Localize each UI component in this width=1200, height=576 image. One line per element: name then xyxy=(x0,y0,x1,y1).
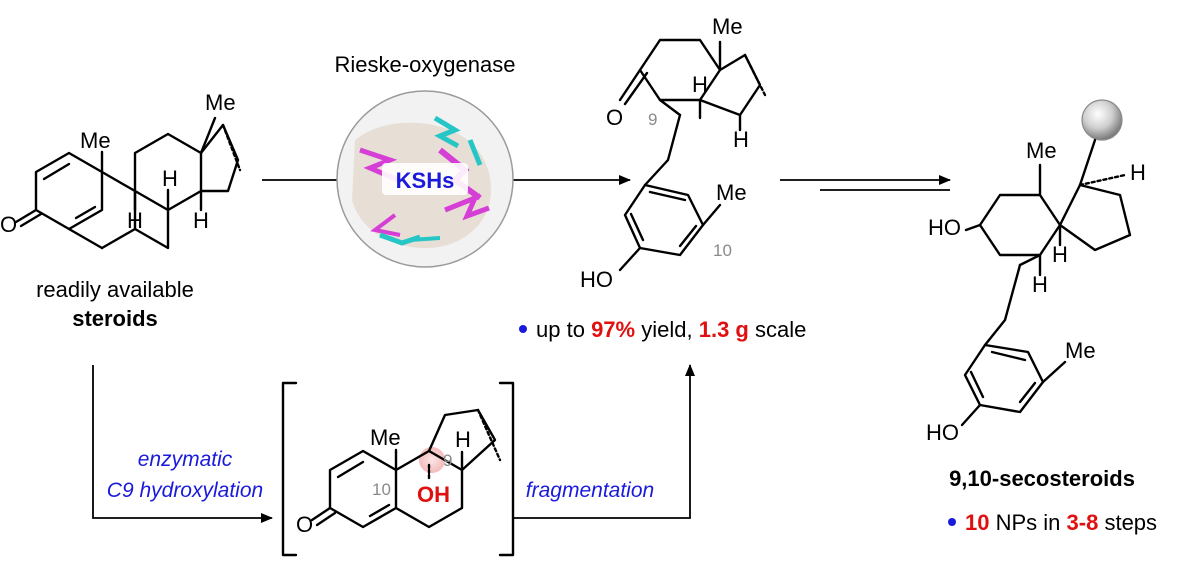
enzyme-name: Rieske-oxygenase xyxy=(335,52,516,77)
final-aryl-methyl: Me xyxy=(1065,338,1096,363)
product-structure xyxy=(618,38,767,272)
intermediate-oh: OH xyxy=(417,482,450,507)
arrow-hydroxylation xyxy=(92,365,273,523)
start-oxygen: O xyxy=(0,212,17,237)
product-num9: 9 xyxy=(648,110,657,129)
product-aryl-methyl: Me xyxy=(716,180,747,205)
step-hydroxylation-line1: enzymatic xyxy=(138,448,233,471)
variable-group-sphere-icon xyxy=(1081,99,1123,141)
final-ho: HO xyxy=(926,420,959,445)
start-methyl-c10: Me xyxy=(80,128,111,153)
final-np-line: 10 NPs in 3-8 steps xyxy=(965,510,1157,535)
start-methyl-c13: Me xyxy=(205,90,236,115)
intermediate-oxygen: O xyxy=(296,512,313,537)
start-h-c8: H xyxy=(162,166,178,191)
product-h-bottom: H xyxy=(733,127,749,152)
intermediate-num10: 10 xyxy=(372,480,391,499)
start-h-c14: H xyxy=(193,208,209,233)
arrow-fragmentation xyxy=(513,364,695,519)
bracket-left xyxy=(281,381,298,557)
enzyme-protein-image xyxy=(336,90,514,268)
final-methyl: Me xyxy=(1026,138,1057,163)
product-methyl: Me xyxy=(712,14,743,39)
final-ho-top: HO xyxy=(928,215,961,240)
product-h-top: H xyxy=(692,72,708,97)
start-h-c9: H xyxy=(127,208,143,233)
final-h-mid: H xyxy=(1052,242,1068,267)
bracket-right xyxy=(498,381,515,557)
product-yield-line: up to 97% yield, 1.3 g scale xyxy=(536,317,806,342)
intermediate-h: H xyxy=(455,427,471,452)
final-h-right: H xyxy=(1130,160,1146,185)
step-hydroxylation-line2: C9 hydroxylation xyxy=(107,479,263,502)
final-product-structure xyxy=(960,99,1132,427)
starting-steroid-structure xyxy=(14,116,242,250)
final-title: 9,10-secosteroids xyxy=(949,466,1135,491)
intermediate-methyl: Me xyxy=(370,425,401,450)
step-fragmentation: fragmentation xyxy=(526,479,654,502)
enzyme-badge: KSHs xyxy=(396,168,455,193)
product-ho: HO xyxy=(580,267,613,292)
intermediate-num9: 9 xyxy=(443,451,452,470)
intermediate-structure xyxy=(310,408,502,529)
final-h-bottom: H xyxy=(1032,272,1048,297)
product-oxygen: O xyxy=(606,105,623,130)
yield-bullet-icon xyxy=(519,325,527,333)
start-label-line2: steroids xyxy=(72,306,158,331)
start-label-line1: readily available xyxy=(36,277,194,302)
product-num10: 10 xyxy=(713,241,732,260)
np-bullet-icon xyxy=(948,518,956,526)
